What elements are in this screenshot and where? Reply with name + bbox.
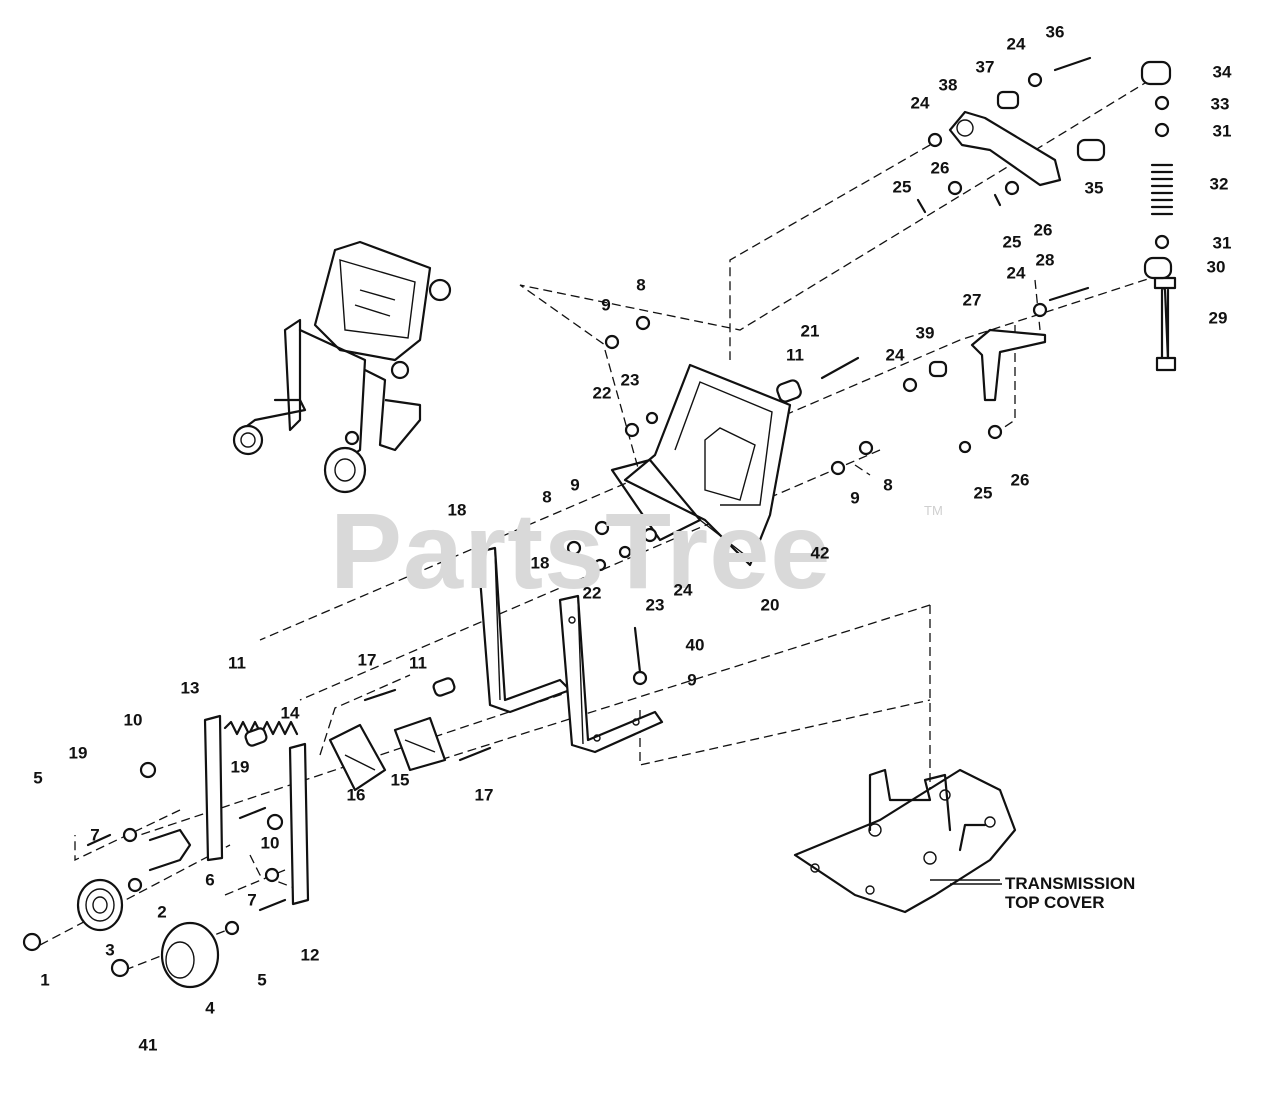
part-callout[interactable]: 25	[892, 177, 912, 197]
part-callout[interactable]: 39	[915, 323, 935, 343]
part-callout[interactable]: 32	[1209, 174, 1229, 194]
part-callout[interactable]: 10	[260, 833, 280, 853]
reference-assembly-sketch	[232, 240, 452, 494]
assembly-lines	[39, 79, 1161, 971]
part-callout[interactable]: 5	[257, 970, 267, 990]
part-callout[interactable]: 7	[247, 890, 257, 910]
part-callout[interactable]: 3	[105, 940, 115, 960]
part-callout[interactable]: 24	[885, 345, 905, 365]
bracket-18-left	[476, 546, 572, 714]
part-callout[interactable]: 24	[910, 93, 930, 113]
part-callout[interactable]: 10	[123, 710, 143, 730]
part-callout[interactable]: 41	[138, 1035, 158, 1055]
part-callout[interactable]: 24	[1006, 263, 1026, 283]
part-callout[interactable]: 22	[592, 383, 612, 403]
part-callout[interactable]: 12	[300, 945, 320, 965]
transmission-label-line1: TRANSMISSION	[1005, 874, 1136, 893]
part-callout[interactable]: 9	[687, 670, 697, 690]
part-callout[interactable]: 38	[938, 75, 958, 95]
part-callout[interactable]: 18	[447, 500, 467, 520]
part-callout[interactable]: 24	[673, 580, 693, 600]
part-callout[interactable]: 29	[1208, 308, 1228, 328]
pulley-3	[76, 878, 124, 932]
part-callout[interactable]: 36	[1045, 22, 1065, 42]
part-callout[interactable]: 9	[570, 475, 580, 495]
part-callout[interactable]: 5	[33, 768, 43, 788]
part-callout[interactable]: 40	[685, 635, 705, 655]
part-callout[interactable]: 26	[1010, 470, 1030, 490]
idler-4	[160, 921, 220, 989]
part-callout[interactable]: 9	[601, 295, 611, 315]
part-callout[interactable]: 26	[1033, 220, 1053, 240]
part-callout[interactable]: 35	[1084, 178, 1104, 198]
part-callout[interactable]: 31	[1212, 233, 1232, 253]
part-callout[interactable]: 14	[280, 703, 300, 723]
part-callout[interactable]: 8	[542, 487, 552, 507]
part-callout[interactable]: 34	[1212, 62, 1232, 82]
part-callout[interactable]: 25	[973, 483, 993, 503]
part-callout[interactable]: 20	[760, 595, 780, 615]
control-bracket-20	[610, 363, 792, 567]
part-callout[interactable]: 26	[930, 158, 950, 178]
part-callout[interactable]: 13	[180, 678, 200, 698]
transmission-label-line2: TOP COVER	[1005, 893, 1105, 912]
part-callout[interactable]: 37	[975, 57, 995, 77]
part-callout[interactable]: 16	[346, 785, 366, 805]
part-callout[interactable]: 18	[530, 553, 550, 573]
part-callout[interactable]: 1	[40, 970, 50, 990]
part-callout[interactable]: 4	[205, 998, 215, 1018]
part-callout[interactable]: 9	[850, 488, 860, 508]
plate-16	[328, 723, 387, 792]
part-callout[interactable]: 17	[357, 650, 377, 670]
part-callout[interactable]: 15	[390, 770, 410, 790]
part-callout[interactable]: 6	[205, 870, 215, 890]
part-callout[interactable]: 42	[810, 543, 830, 563]
part-callout[interactable]: 11	[228, 653, 246, 673]
plate-15	[393, 716, 447, 772]
part-callout[interactable]: 19	[68, 743, 88, 763]
part-callout[interactable]: 2	[157, 902, 167, 922]
part-callout[interactable]: 24	[1006, 34, 1026, 54]
part-callout[interactable]: 21	[800, 321, 820, 341]
part-callout[interactable]: 23	[620, 370, 640, 390]
part-callout[interactable]: 11	[409, 653, 427, 673]
hardware-parts	[22, 56, 1177, 978]
transmission-top-cover	[793, 768, 1017, 914]
part-callout[interactable]: 8	[883, 475, 893, 495]
part-callout[interactable]: 11	[786, 345, 804, 365]
arm-12	[148, 742, 310, 906]
watermark-trademark: TM	[924, 503, 943, 518]
part-callout[interactable]: 31	[1212, 121, 1232, 141]
transmission-top-cover-label: TRANSMISSION TOP COVER	[1005, 874, 1135, 912]
part-callout[interactable]: 30	[1206, 257, 1226, 277]
bracket-18-right	[558, 594, 664, 754]
part-callout[interactable]: 28	[1035, 250, 1055, 270]
part-callout[interactable]: 17	[474, 785, 494, 805]
part-callout[interactable]: 19	[230, 757, 250, 777]
part-callout[interactable]: 33	[1210, 94, 1230, 114]
arm-13	[203, 714, 224, 862]
part-callout[interactable]: 27	[962, 290, 982, 310]
part-callout[interactable]: 23	[645, 595, 665, 615]
watermark-text: PartsTree	[330, 490, 832, 611]
part-callout[interactable]: 7	[90, 825, 100, 845]
part-callout[interactable]: 25	[1002, 232, 1022, 252]
part-callout[interactable]: 22	[582, 583, 602, 603]
part-callout[interactable]: 8	[636, 275, 646, 295]
